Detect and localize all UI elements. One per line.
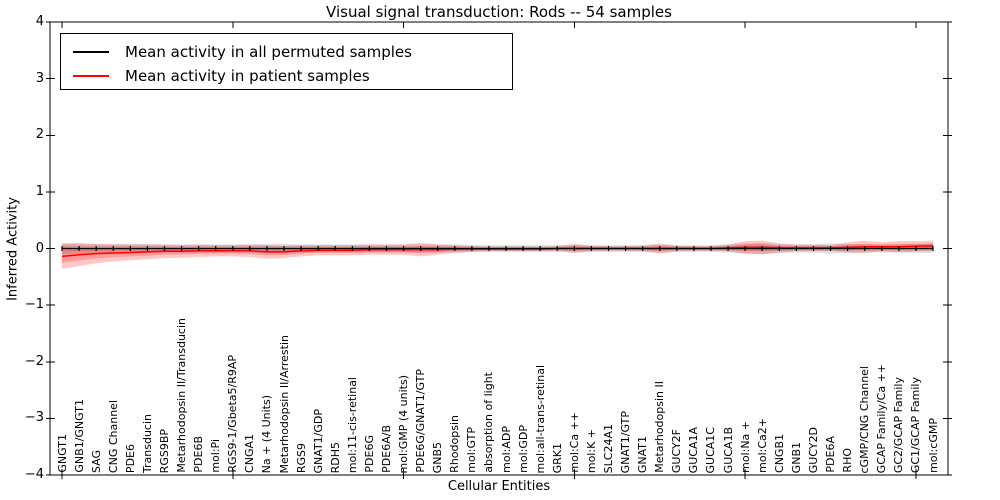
x-tick-label: mol:GDP xyxy=(516,425,530,473)
x-tick-label: GC2/GCAP Family xyxy=(892,376,906,473)
x-tick-label: GNAT1/GDP xyxy=(311,408,325,473)
x-tick-label: mol:all-trans-retinal xyxy=(533,364,547,473)
y-tick-label: 0 xyxy=(35,240,44,256)
x-tick-label: RGS9 xyxy=(294,442,308,473)
x-tick-label: GNB1 xyxy=(789,441,803,473)
y-tick-label: −1 xyxy=(24,297,44,313)
x-tick-label: Na + (4 Units) xyxy=(260,394,274,473)
x-tick-label: PDE6G/GNAT1/GTP xyxy=(414,369,428,473)
x-tick-label: CNGA1 xyxy=(243,434,257,473)
x-tick-label: RHO xyxy=(841,448,855,473)
x-tick-label: RGS9BP xyxy=(157,428,171,473)
x-tick-label: PDE6 xyxy=(123,443,137,473)
x-tick-label: GUCA1C xyxy=(704,426,718,473)
x-tick-label: mol:cGMP xyxy=(926,418,940,473)
y-tick-label: −4 xyxy=(24,467,44,482)
x-tick-label: Metarhodopsin II/Arrestin xyxy=(277,334,291,473)
x-tick-label: mol:GMP (4 units) xyxy=(397,374,411,473)
x-tick-label: Metarhodopsin II/Transducin xyxy=(175,318,189,473)
x-tick-label: mol:Ca2+ xyxy=(755,418,769,473)
x-tick-label: PDE6A xyxy=(824,436,838,473)
x-tick-label: GC1/GCAP Family xyxy=(909,376,923,473)
x-tick-label: GNB1/GNGT1 xyxy=(72,399,86,473)
x-tick-label: mol:Pi xyxy=(209,439,223,473)
x-tick-label: GNAT1/GTP xyxy=(619,410,633,473)
x-tick-label: GUCY2D xyxy=(806,426,820,473)
x-tick-label: GNB5 xyxy=(431,441,445,473)
y-tick-label: 1 xyxy=(35,183,44,199)
x-tick-label: mol:GTP xyxy=(465,427,479,473)
x-tick-label: RDH5 xyxy=(328,441,342,473)
patient-band xyxy=(62,240,933,269)
x-tick-label: SLC24A1 xyxy=(602,423,615,473)
x-tick-label: GUCA1B xyxy=(721,426,735,473)
y-tick-label: −2 xyxy=(24,353,44,369)
legend-line-black xyxy=(73,51,109,53)
legend-label-permuted: Mean activity in all permuted samples xyxy=(125,43,412,61)
y-tick-label: 2 xyxy=(35,127,44,143)
y-tick-label: 3 xyxy=(35,70,44,86)
legend-entry-patient: Mean activity in patient samples xyxy=(73,64,512,88)
x-tick-label: PDE6A/B xyxy=(379,425,393,473)
x-tick-label: mol:K + xyxy=(584,428,598,473)
x-tick-label: cGMP/CNG Channel xyxy=(858,365,872,474)
x-tick-label: mol:Na + xyxy=(738,421,752,473)
y-tick-label: 4 xyxy=(35,14,44,29)
x-tick-label: PDE6G xyxy=(362,435,376,473)
chart-title: Visual signal transduction: Rods -- 54 s… xyxy=(326,3,672,21)
x-tick-label: GCAP Family/Ca ++ xyxy=(875,363,889,473)
x-tick-label: Metarhodopsin II xyxy=(653,381,667,473)
x-tick-label: GUCA1A xyxy=(687,426,701,473)
x-tick-label: SAG xyxy=(89,449,103,473)
x-tick-label: absorption of light xyxy=(482,372,496,473)
x-tick-label: PDE6B xyxy=(192,436,206,473)
x-tick-label: mol:ADP xyxy=(499,426,513,473)
x-tick-label: RGS9-1/Gbeta5/R9AP xyxy=(226,355,240,473)
x-tick-label: GRK1 xyxy=(550,442,564,473)
legend-line-red xyxy=(73,75,109,77)
x-tick-label: Rhodopsin xyxy=(448,415,462,473)
legend-label-patient: Mean activity in patient samples xyxy=(125,67,370,85)
y-tick-label: −3 xyxy=(24,410,44,426)
x-tick-label: GUCY2F xyxy=(670,428,684,473)
x-tick-label: CNGB1 xyxy=(772,434,786,473)
x-tick-label: mol:Ca ++ xyxy=(567,412,581,473)
x-tick-label: CNG Channel xyxy=(106,399,120,473)
legend: Mean activity in all permuted samples Me… xyxy=(60,33,513,90)
x-tick-label: GNAT1 xyxy=(636,435,650,473)
legend-entry-permuted: Mean activity in all permuted samples xyxy=(73,40,512,64)
x-axis-label: Cellular Entities xyxy=(447,479,551,494)
x-tick-label: Transducin xyxy=(140,413,154,473)
x-tick-label: mol:11-cis-retinal xyxy=(345,376,359,473)
x-tick-label: GNGT1 xyxy=(55,434,69,473)
